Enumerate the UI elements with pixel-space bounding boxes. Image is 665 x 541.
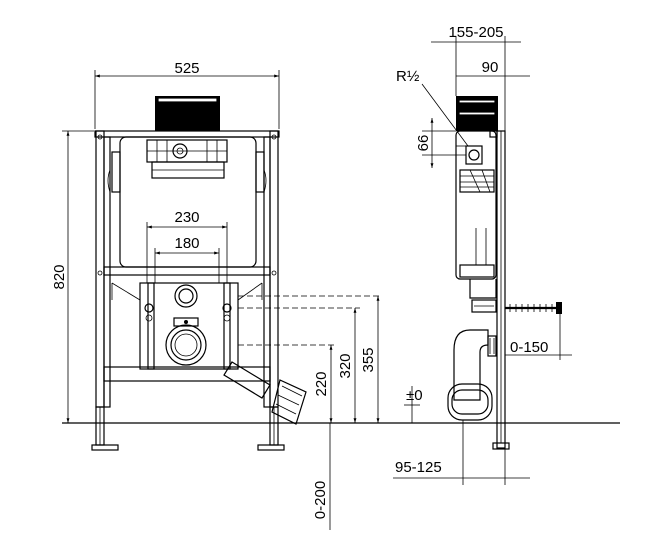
cistern — [107, 96, 267, 268]
dim-66: 66 — [415, 118, 466, 168]
dim-230: 230 — [146, 209, 228, 283]
dim-525: 525 — [94, 60, 280, 129]
dim-220-label: 220 — [313, 371, 330, 396]
dim-355: 355 — [360, 296, 380, 423]
dim-180: 180 — [154, 235, 220, 283]
dim-820: 820 — [51, 130, 94, 423]
depth-label: 155-205 — [448, 24, 503, 41]
dim-320: 320 — [337, 308, 357, 423]
side-pipes — [447, 279, 497, 421]
dim-220: 220 — [313, 345, 333, 423]
front-view: 525 820 230 180 220 — [51, 60, 380, 530]
dim-90: 90 — [456, 59, 530, 77]
dim-95-125-label: 95-125 — [395, 459, 442, 476]
dim-66-label: 66 — [415, 135, 432, 152]
dim-0-150: 0-150 — [505, 314, 572, 360]
cistern-side — [455, 96, 498, 280]
dim-0-200: 0-200 — [312, 423, 331, 530]
zero-label: ±0 — [406, 387, 423, 404]
dim-0-200-label: 0-200 — [312, 481, 329, 519]
height-label: 820 — [51, 264, 68, 289]
threaded-rod — [505, 302, 562, 314]
side-view: 155-205 90 R½ 66 0-150 ±0 — [393, 24, 572, 485]
dim-155-205: 155-205 — [431, 24, 521, 131]
dim-180-label: 180 — [174, 235, 199, 252]
dim-90-label: 90 — [482, 59, 499, 76]
width-label: 525 — [174, 60, 199, 77]
thread-label: R½ — [396, 68, 420, 85]
dim-230-label: 230 — [174, 209, 199, 226]
dim-0-150-label: 0-150 — [510, 339, 548, 356]
frame-feet — [91, 406, 285, 451]
dim-320-label: 320 — [337, 353, 354, 378]
waste-elbow — [223, 361, 307, 425]
dim-95-125: 95-125 — [393, 420, 530, 485]
zero-level-marker: ±0 — [404, 386, 423, 423]
thread-callout: R½ — [396, 68, 469, 147]
dim-355-label: 355 — [360, 347, 377, 372]
frame-outline — [94, 130, 280, 408]
